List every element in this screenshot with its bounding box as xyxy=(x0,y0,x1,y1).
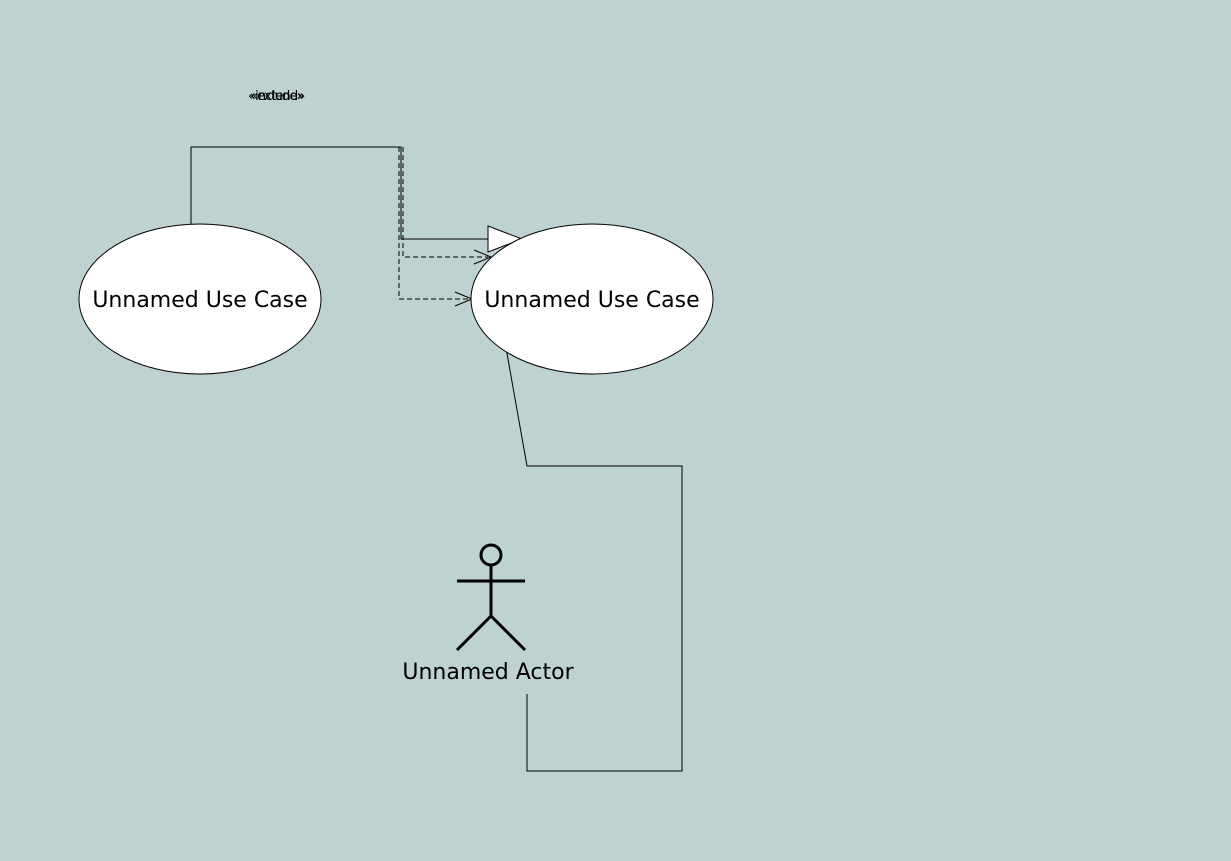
use-case-2-label: Unnamed Use Case xyxy=(484,288,699,313)
stick-figure-icon xyxy=(455,543,527,652)
use-case-2[interactable]: Unnamed Use Case xyxy=(470,223,714,375)
generalization-arrowhead xyxy=(487,225,524,253)
include-stereotype-label: «include» xyxy=(248,89,304,104)
use-case-2-ellipse xyxy=(470,223,714,375)
actor[interactable]: Unnamed Actor xyxy=(402,543,575,685)
use-case-1-ellipse xyxy=(78,223,322,375)
generalization-connector[interactable] xyxy=(190,146,524,253)
extend-stereotype-label: «extend» xyxy=(250,89,305,104)
use-case-1-label: Unnamed Use Case xyxy=(92,288,307,313)
actor-label: Unnamed Actor xyxy=(402,660,574,685)
extend-dependency[interactable] xyxy=(398,147,474,307)
actor-association-line[interactable] xyxy=(505,347,683,772)
use-case-1[interactable]: Unnamed Use Case xyxy=(78,223,322,375)
include-dependency[interactable] xyxy=(402,147,493,265)
